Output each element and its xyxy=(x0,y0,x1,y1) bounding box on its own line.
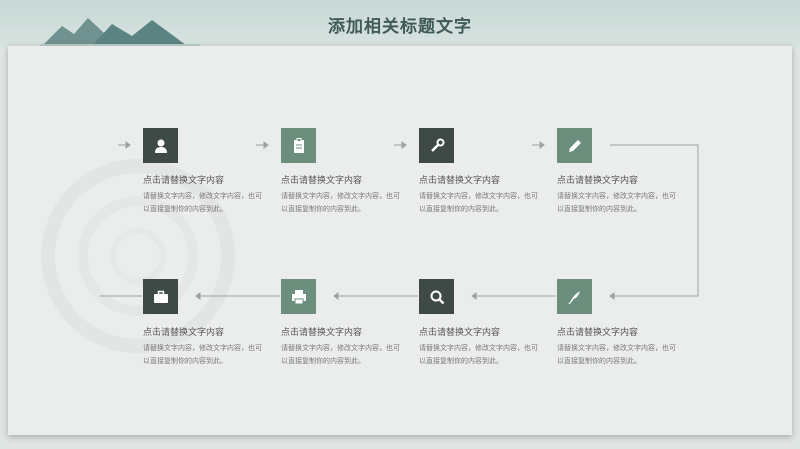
step5-icon-box xyxy=(557,279,592,314)
user-icon xyxy=(154,139,167,153)
step5-desc: 请替换文字内容，修改文字内容，也可以直接复制你的内容到此。 xyxy=(557,344,676,365)
printer-icon xyxy=(291,289,306,304)
page-title: 添加相关标题文字 xyxy=(328,17,472,37)
wrench-icon xyxy=(430,138,444,152)
clipboard-icon xyxy=(293,137,304,153)
step1-icon-box xyxy=(143,128,178,163)
step2-title: 点击请替换文字内容 xyxy=(281,176,363,186)
background-swirl xyxy=(41,159,235,353)
step2-desc: 请替换文字内容，修改文字内容，也可以直接复制你的内容到此。 xyxy=(281,192,400,213)
pencil-icon xyxy=(568,139,581,152)
step7-desc: 请替换文字内容，修改文字内容，也可以直接复制你的内容到此。 xyxy=(281,344,400,365)
step7-title: 点击请替换文字内容 xyxy=(281,328,363,338)
step6-desc: 请替换文字内容，修改文字内容，也可以直接复制你的内容到此。 xyxy=(419,344,538,365)
content-panel xyxy=(8,46,792,435)
step3-desc: 请替换文字内容，修改文字内容，也可以直接复制你的内容到此。 xyxy=(419,192,538,213)
step4-desc: 请替换文字内容，修改文字内容，也可以直接复制你的内容到此。 xyxy=(557,192,676,213)
step4-title: 点击请替换文字内容 xyxy=(557,176,639,186)
step1-desc: 请替换文字内容，修改文字内容，也可以直接复制你的内容到此。 xyxy=(143,192,262,213)
search-icon xyxy=(430,290,444,304)
quill-icon xyxy=(568,290,580,304)
step3-title: 点击请替换文字内容 xyxy=(419,176,501,186)
step8-icon-box xyxy=(143,279,178,314)
header-bar: 添加相关标题文字 xyxy=(0,0,800,48)
step6-title: 点击请替换文字内容 xyxy=(419,328,501,338)
step7-icon-box xyxy=(281,279,316,314)
step1-title: 点击请替换文字内容 xyxy=(143,176,225,186)
step8-desc: 请替换文字内容，修改文字内容，也可以直接复制你的内容到此。 xyxy=(143,344,262,365)
step8-title: 点击请替换文字内容 xyxy=(143,328,225,338)
step6-icon-box xyxy=(419,279,454,314)
step2-icon-box xyxy=(281,128,316,163)
briefcase-icon xyxy=(153,290,168,303)
step3-icon-box xyxy=(419,128,454,163)
step4-icon-box xyxy=(557,128,592,163)
step5-title: 点击请替换文字内容 xyxy=(557,328,639,338)
